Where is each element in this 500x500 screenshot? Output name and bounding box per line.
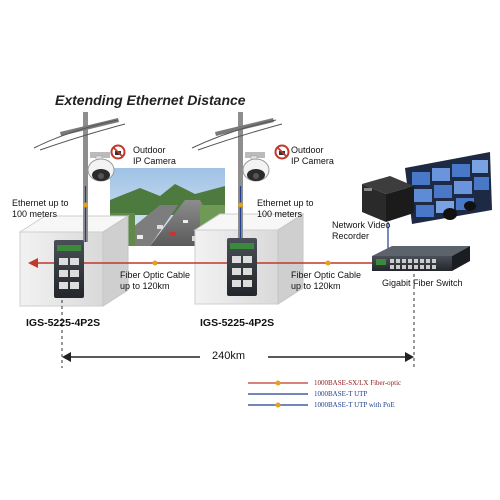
fiber-link — [28, 258, 372, 268]
ethernet-label-2: Ethernet up to 100 meters — [257, 198, 314, 219]
switch-icon — [54, 240, 84, 298]
fiber-label-1: Fiber Optic Cable up to 120km — [120, 270, 191, 291]
ethernet-label-1: Ethernet up to 100 meters — [12, 198, 69, 219]
legend-poe-label: 1000BASE-T UTP with PoE — [314, 401, 395, 409]
switch-icon — [227, 238, 257, 296]
camera-label-1: Outdoor IP Camera — [133, 145, 176, 166]
fiber-label-2: Fiber Optic Cable up to 120km — [291, 270, 362, 291]
legend — [248, 380, 308, 408]
utility-pole-icon — [33, 112, 126, 242]
distance-label: 240km — [212, 350, 246, 362]
legend-fiber-label: 1000BASE-SX/LX Fiber-optic — [314, 379, 402, 387]
nvr-label: Network Video Recorder — [332, 220, 391, 241]
nvr-icon — [362, 176, 414, 222]
monitor-wall-icon — [405, 152, 492, 224]
camera-icon — [87, 152, 115, 182]
diagram-title: Extending Ethernet Distance — [55, 92, 246, 108]
switch-model-2: IGS-5225-4P2S — [200, 317, 275, 329]
gigabit-switch-label: Gigabit Fiber Switch — [382, 278, 463, 288]
camera-icon — [242, 152, 270, 182]
camera-label-2: Outdoor IP Camera — [291, 145, 334, 166]
distance-measure — [61, 274, 415, 368]
switch-model-1: IGS-5225-4P2S — [26, 317, 101, 329]
legend-utp-label: 1000BASE-T UTP — [314, 390, 368, 398]
no-power-icon — [110, 144, 126, 160]
switch-icon — [372, 246, 470, 271]
no-power-icon — [274, 144, 290, 160]
utility-pole-icon — [191, 112, 283, 240]
